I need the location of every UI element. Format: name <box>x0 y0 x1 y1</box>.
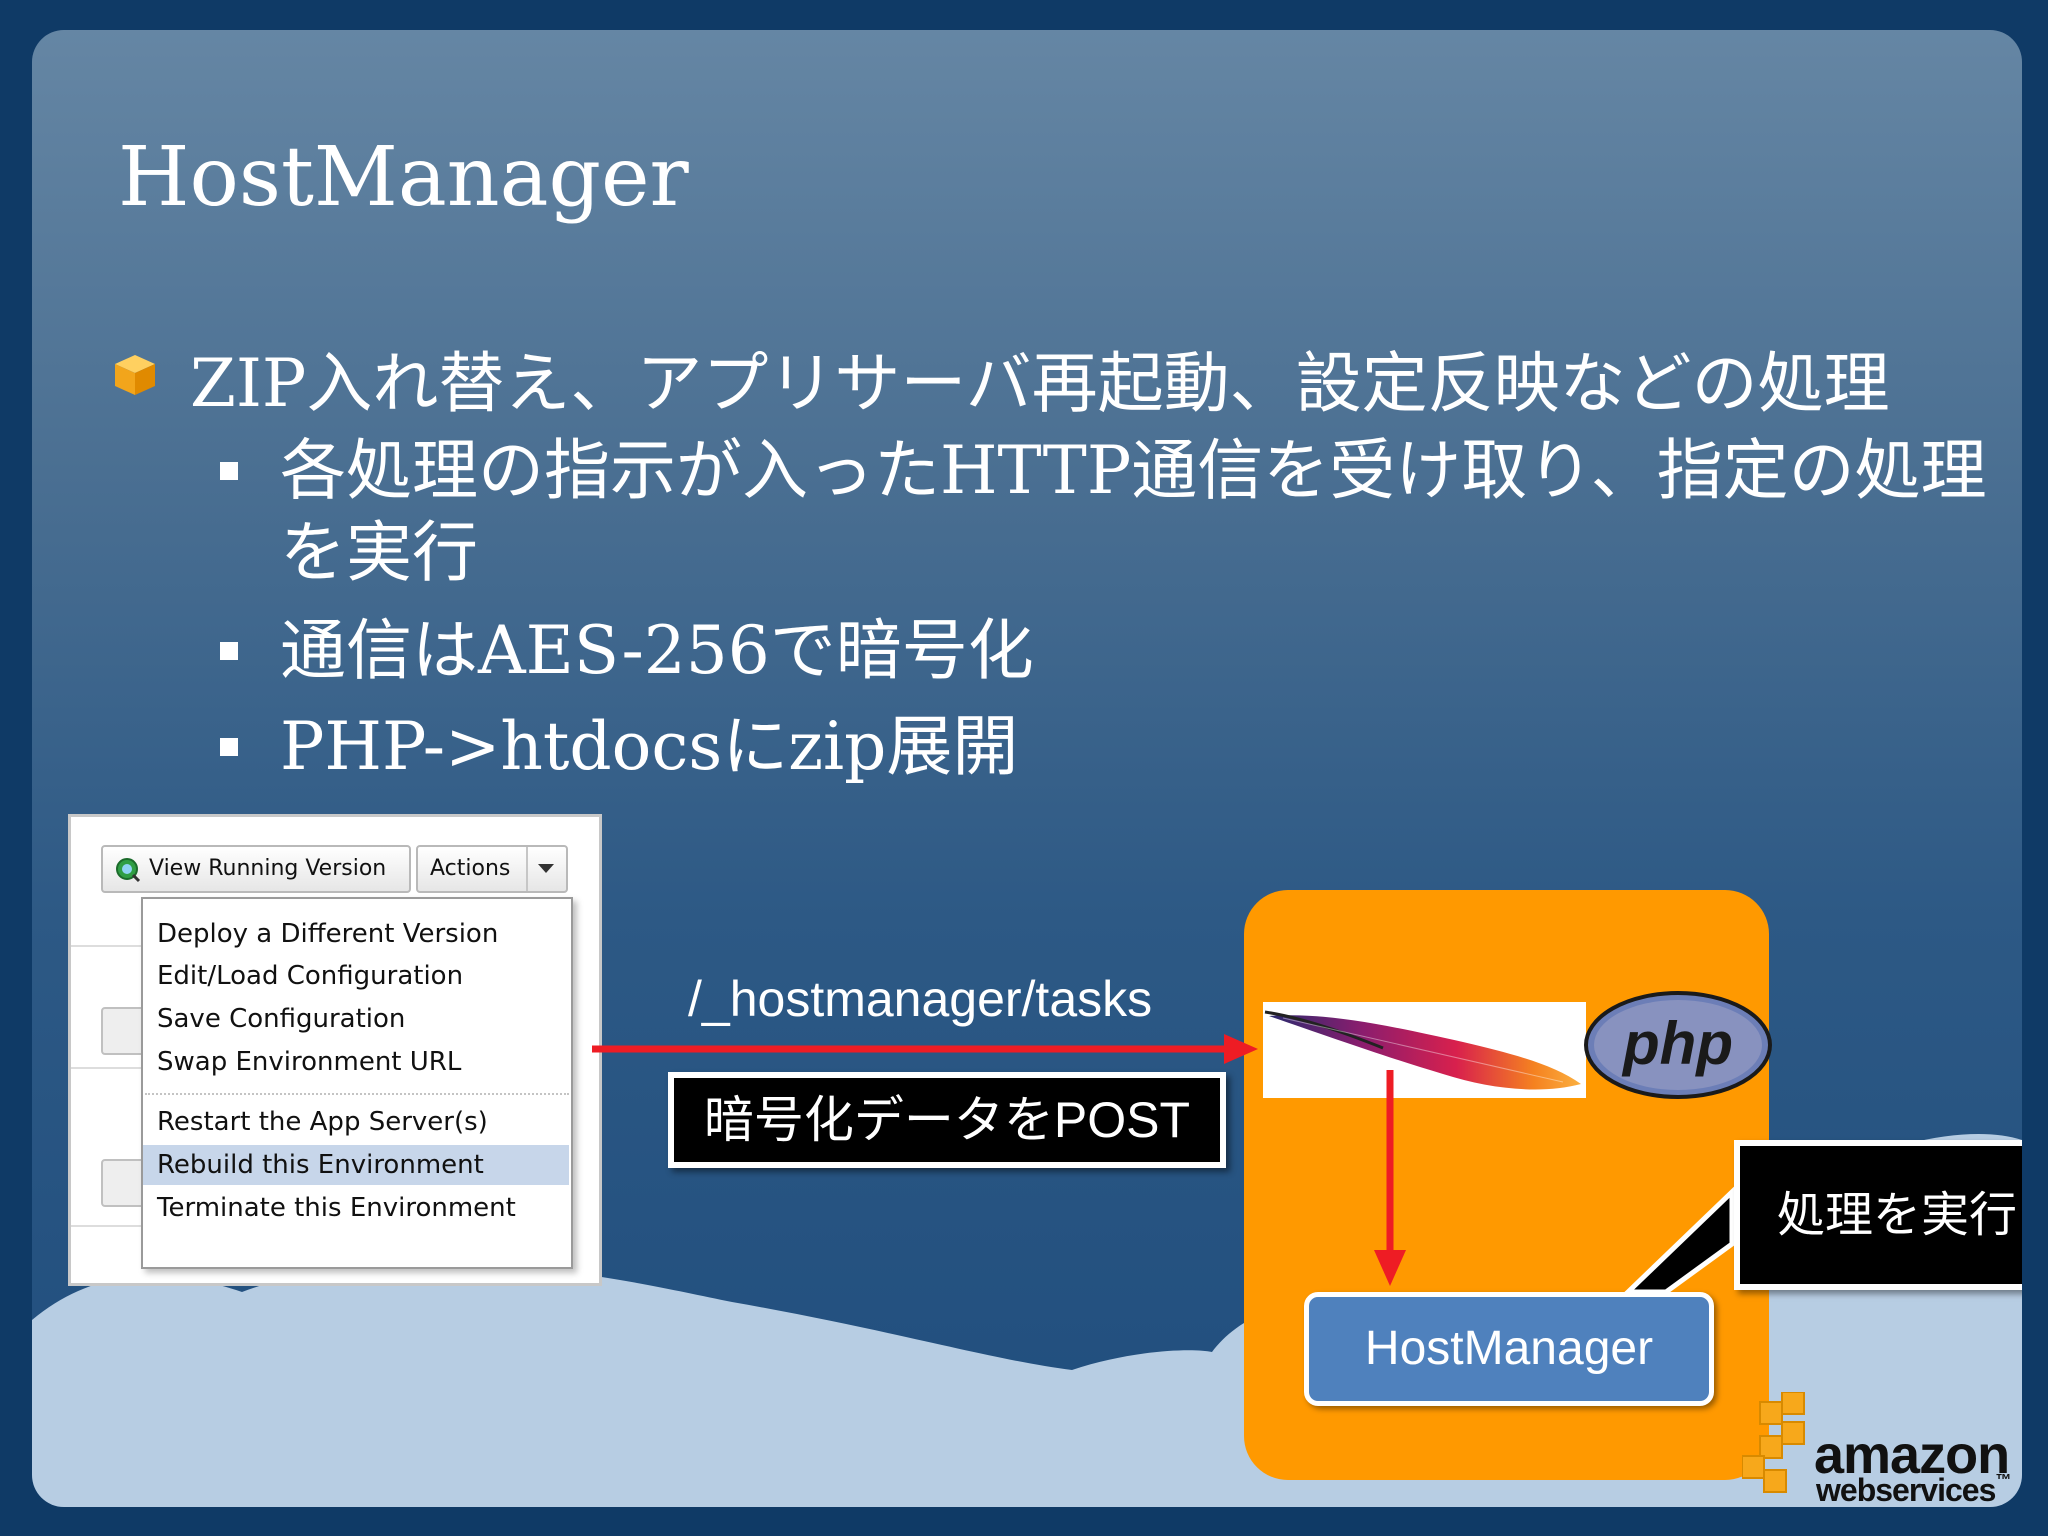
menu-item-rebuild-environment[interactable]: Rebuild this Environment <box>157 1150 484 1180</box>
exec-arrowhead <box>1374 1250 1406 1286</box>
bullet-sub-3: PHP->htdocsにzip展開 <box>280 708 1019 785</box>
bullet-square-icon <box>220 738 238 756</box>
menu-highlight <box>143 1145 569 1185</box>
php-logo-text: php <box>1621 1010 1733 1077</box>
post-arrowhead <box>1224 1034 1258 1064</box>
execute-callout: 処理を実行 <box>1734 1140 2022 1290</box>
post-label-box: 暗号化データをPOST <box>668 1072 1226 1168</box>
php-logo: php <box>1584 991 1772 1099</box>
menu-item-restart-app-server[interactable]: Restart the App Server(s) <box>157 1107 488 1137</box>
aws-trademark: ™ <box>1995 1472 2011 1489</box>
view-icon <box>116 858 141 883</box>
row-button[interactable] <box>101 1007 145 1055</box>
actions-dropdown-menu: Deploy a Different Version Edit/Load Con… <box>141 897 573 1269</box>
menu-item-terminate-environment[interactable]: Terminate this Environment <box>157 1193 516 1223</box>
bullet-sub-1-cont: を実行 <box>280 514 478 591</box>
slide-title: HostManager <box>118 130 689 225</box>
bullet-sub-1: 各処理の指示が入ったHTTP通信を受け取り、指定の処理 <box>280 432 1987 509</box>
aws-cubes-icon <box>1742 1392 1805 1493</box>
menu-item-deploy-version[interactable]: Deploy a Different Version <box>157 919 499 949</box>
bullet-square-icon <box>220 462 238 480</box>
aws-logo-line1: amazon <box>1814 1425 2010 1485</box>
actions-button[interactable]: Actions <box>416 845 568 893</box>
bullet-main: ZIP入れ替え、アプリサーバ再起動、設定反映などの処理 <box>190 345 1890 422</box>
menu-item-edit-load-config[interactable]: Edit/Load Configuration <box>157 961 464 991</box>
cube-bullet-icon <box>115 355 155 395</box>
actions-label: Actions <box>430 856 511 881</box>
hostmanager-box: HostManager <box>1304 1292 1714 1406</box>
view-running-version-label: View Running Version <box>149 856 387 881</box>
menu-separator <box>145 1093 569 1095</box>
slide: HostManager ZIP入れ替え、アプリサーバ再起動、設定反映などの処理 … <box>32 30 2022 1507</box>
aws-logo-line2-text: webservices <box>1816 1472 1996 1507</box>
console-screenshot: View Running Version Actions Deploy a Di… <box>68 814 602 1286</box>
arrows-layer <box>592 1034 1735 1295</box>
endpoint-path-label: /_hostmanager/tasks <box>688 971 1153 1027</box>
menu-item-swap-url[interactable]: Swap Environment URL <box>157 1047 462 1077</box>
chevron-down-icon <box>538 864 554 873</box>
bullet-square-icon <box>220 642 238 660</box>
callout-pointer <box>1621 1186 1735 1295</box>
apache-feather-logo <box>1263 1002 1586 1098</box>
bullet-sub-2: 通信はAES-256で暗号化 <box>280 612 1034 689</box>
menu-item-save-config[interactable]: Save Configuration <box>157 1004 406 1034</box>
aws-logo-line2: webservices™ <box>1816 1472 2011 1507</box>
view-running-version-button[interactable]: View Running Version <box>101 845 411 893</box>
